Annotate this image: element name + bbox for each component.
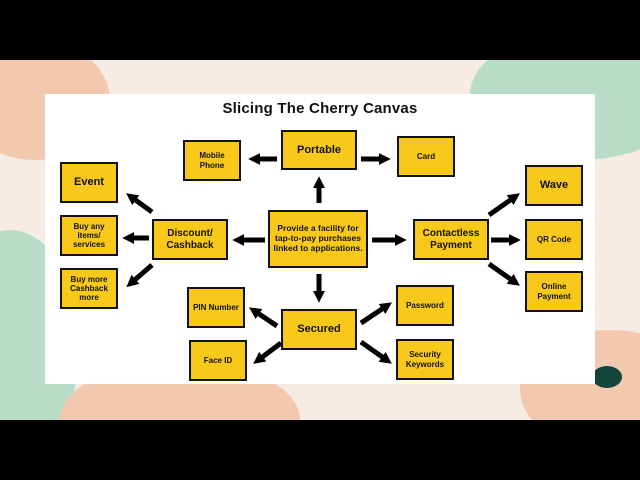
box-wave: Wave <box>525 165 583 206</box>
box-password: Password <box>396 285 454 326</box>
slide-title: Slicing The Cherry Canvas <box>222 100 418 117</box>
box-portable: Portable <box>281 130 357 170</box>
box-buy-any: Buy any items/ services <box>60 215 118 256</box>
box-discount-cashback: Discount/ Cashback <box>152 219 228 260</box>
box-secured: Secured <box>281 309 357 350</box>
box-center: Provide a facility for tap-to-pay purcha… <box>268 210 368 268</box>
box-mobile-phone: Mobile Phone <box>183 140 241 181</box>
box-event: Event <box>60 162 118 203</box>
box-online-payment: Online Payment <box>525 271 583 312</box>
decor-blob-dark <box>592 366 622 388</box>
box-card: Card <box>397 136 455 177</box>
box-security-keywords: Security Keywords <box>396 339 454 380</box>
box-face-id: Face ID <box>189 340 247 381</box>
box-contactless-payment: Contactless Payment <box>413 219 489 260</box>
box-buy-more: Buy more Cashback more <box>60 268 118 309</box>
box-qr-code: QR Code <box>525 219 583 260</box>
box-pin-number: PIN Number <box>187 287 245 328</box>
